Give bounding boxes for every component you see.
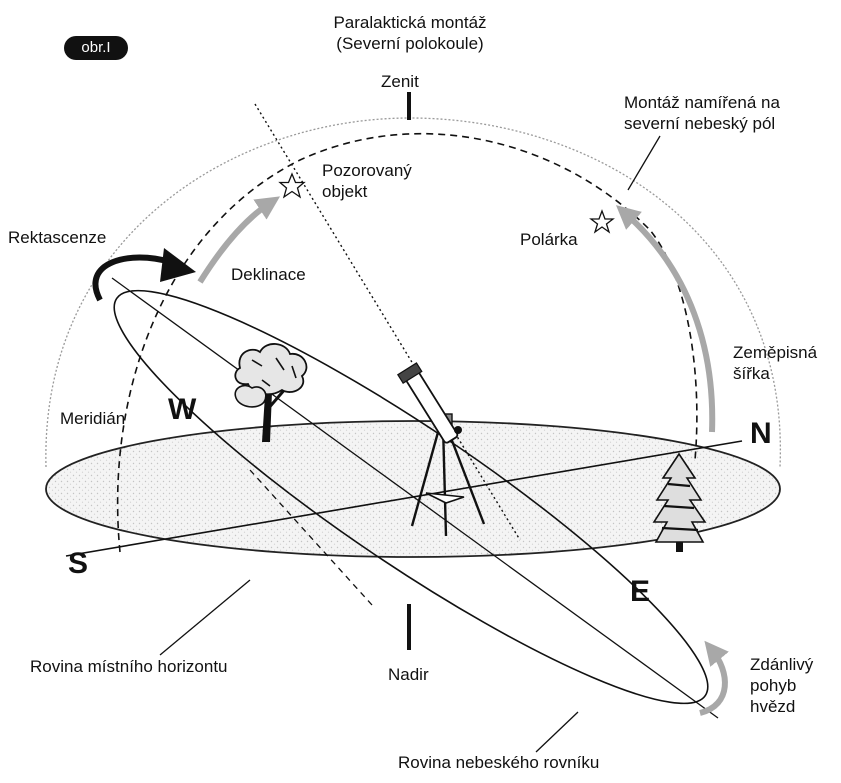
mount-label-line-2: severní nebeský pól <box>624 114 776 133</box>
polar-axis <box>111 277 719 719</box>
latitude-line-2: šířka <box>733 364 770 383</box>
star-motion-line-3: hvězd <box>750 697 796 716</box>
right-ascension-label: Rektascenze <box>8 228 107 247</box>
mount-leader-line <box>627 135 661 191</box>
observed-object-line-2: objekt <box>322 182 368 201</box>
diagram-title: Paralaktická montáž (Severní polokoule) <box>280 12 540 54</box>
observed-object-label: Pozorovaný objekt <box>322 160 412 202</box>
title-line-1: Paralaktická montáž <box>333 13 487 32</box>
title-line-2: (Severní polokoule) <box>336 34 484 53</box>
star-motion-arrow <box>699 640 729 716</box>
equator-leader-line <box>535 711 579 753</box>
south-north-line <box>65 440 743 557</box>
horizon-plane <box>45 420 781 558</box>
latitude-label: Zeměpisná šířka <box>733 342 817 384</box>
figure-badge: obr.I <box>64 36 128 60</box>
conifer-tree-icon <box>652 452 707 552</box>
star-motion-label: Zdánlivý pohyb hvězd <box>750 654 813 717</box>
compass-west: W <box>168 393 197 426</box>
right-ascension-arrow <box>92 254 171 302</box>
declination-label: Deklinace <box>231 265 306 284</box>
polaris-star-icon <box>589 209 615 234</box>
telescope-icon <box>396 362 486 537</box>
declination-arrow <box>197 196 281 284</box>
latitude-arrow <box>615 205 716 433</box>
horizon-leader-line <box>159 579 251 656</box>
latitude-line-1: Zeměpisná <box>733 343 818 362</box>
zenith-label: Zenit <box>381 72 419 91</box>
star-motion-line-1: Zdánlivý <box>750 655 814 674</box>
mount-label: Montáž namířená na severní nebeský pól <box>624 92 780 134</box>
compass-south: S <box>68 547 89 580</box>
polaris-label: Polárka <box>520 230 578 249</box>
star-motion-line-2: pohyb <box>750 676 797 695</box>
observed-object-star-icon <box>278 172 306 199</box>
deciduous-tree-icon <box>234 343 308 442</box>
mount-label-line-1: Montáž namířená na <box>624 93 780 112</box>
equator-plane-label: Rovina nebeského rovníku <box>398 753 600 772</box>
hidden-axis-dashed <box>249 469 373 606</box>
compass-north: N <box>750 417 772 450</box>
observed-object-line-1: Pozorovaný <box>322 161 412 180</box>
horizon-plane-label: Rovina místního horizontu <box>30 657 228 676</box>
right-ascension-arrowhead <box>160 248 196 282</box>
compass-east: E <box>630 575 651 608</box>
meridian-label: Meridián <box>60 409 126 428</box>
object-sightline <box>254 103 521 541</box>
nadir-label: Nadir <box>388 665 429 684</box>
